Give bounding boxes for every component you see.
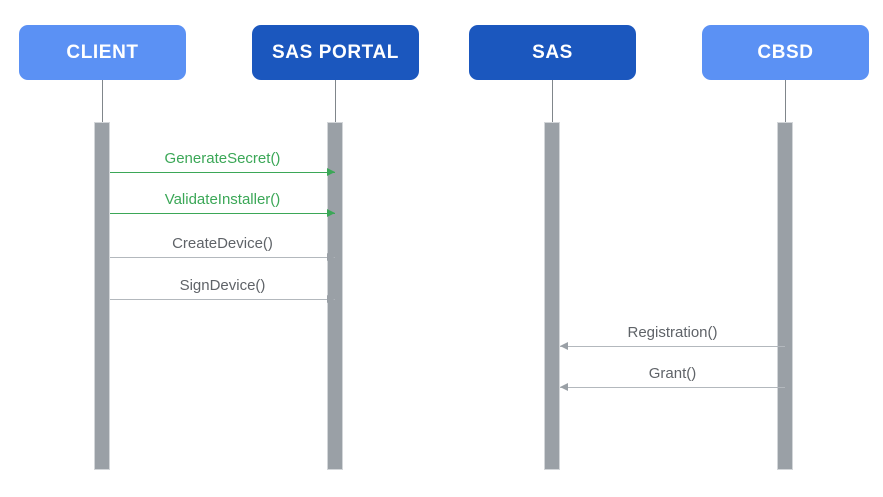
message-label: Registration() [627,323,718,341]
message-line [560,387,785,388]
activation-bar-cbsd [777,122,793,470]
message-line [110,213,335,214]
message-line [110,299,335,300]
message-label: SignDevice() [179,276,266,294]
lifeline-sas-portal [335,80,336,122]
participant-label-sas-portal: SAS PORTAL [271,42,400,63]
participant-box-client[interactable]: CLIENT [19,25,186,80]
arrowhead-right-icon [327,168,335,176]
lifeline-sas [552,80,553,122]
activation-bar-client [94,122,110,470]
message-signdevice: SignDevice() [110,277,335,303]
lifeline-client [102,80,103,122]
message-label: ValidateInstaller() [164,190,281,208]
lifeline-cbsd [785,80,786,122]
participant-label-cbsd: CBSD [757,42,814,63]
participant-label-sas: SAS [532,42,573,63]
arrowhead-right-icon [327,209,335,217]
participant-box-sas-portal[interactable]: SAS PORTAL [252,25,419,80]
message-label: Grant() [648,364,697,382]
participant-box-sas[interactable]: SAS [469,25,636,80]
message-registration: Registration() [560,324,785,350]
arrowhead-left-icon [560,342,568,350]
message-validateinstaller: ValidateInstaller() [110,191,335,217]
arrowhead-right-icon [327,253,335,261]
message-grant: Grant() [560,365,785,391]
participant-label-client: CLIENT [66,42,139,63]
arrowhead-left-icon [560,383,568,391]
message-line [110,257,335,258]
message-label: CreateDevice() [172,234,273,252]
message-line [110,172,335,173]
arrowhead-right-icon [327,295,335,303]
message-createdevice: CreateDevice() [110,235,335,261]
activation-bar-sas [544,122,560,470]
message-line [560,346,785,347]
participant-box-cbsd[interactable]: CBSD [702,25,869,80]
message-generatesecret: GenerateSecret() [110,150,335,176]
message-label: GenerateSecret() [164,149,281,167]
